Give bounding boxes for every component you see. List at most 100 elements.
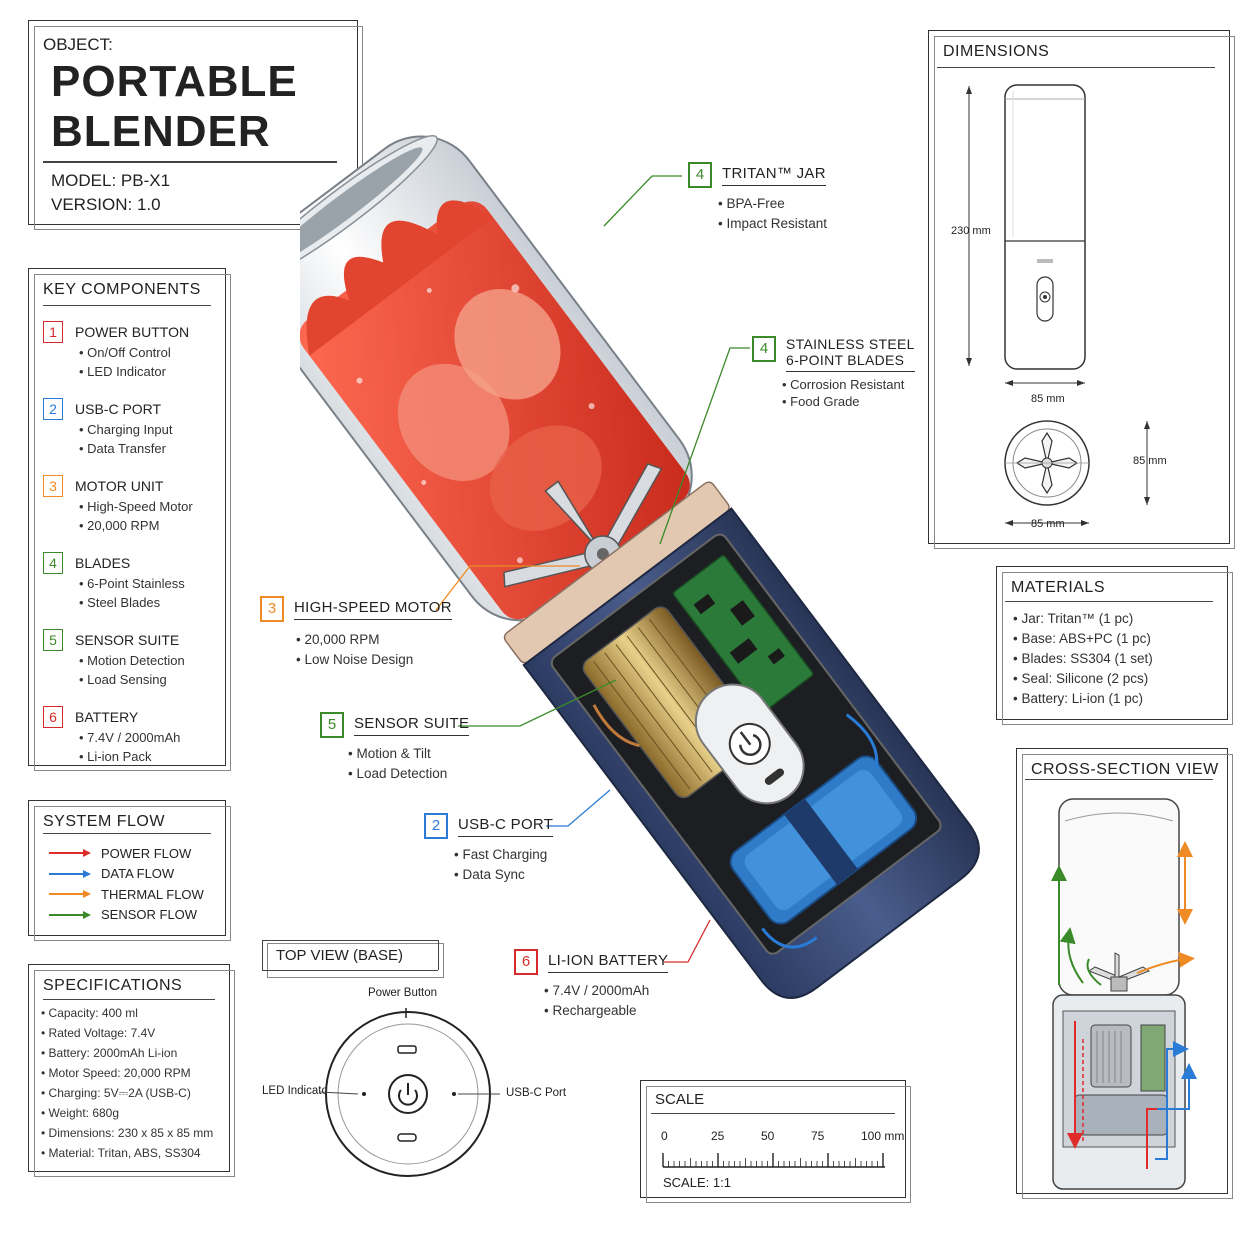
callout-jar-bullet-2: • Impact Resistant bbox=[718, 216, 828, 231]
callout-jar-title: TRITAN™ JAR bbox=[722, 165, 826, 186]
component-title: SENSOR SUITE bbox=[75, 632, 180, 648]
component-number: 3 bbox=[43, 475, 63, 497]
component-number: 1 bbox=[43, 321, 63, 343]
callout-jar: 4 TRITAN™ JAR • BPA-Free • Impact Resist… bbox=[688, 162, 827, 234]
component-bullet: • 6-Point Stainless bbox=[79, 576, 185, 591]
product-title-line2: BLENDER bbox=[51, 107, 271, 156]
component-bullet: • Motion Detection bbox=[79, 653, 185, 668]
divider bbox=[1005, 601, 1213, 602]
power-button-label: Power Button bbox=[368, 987, 438, 999]
dimensions-title: DIMENSIONS bbox=[943, 43, 1050, 60]
flow-arrow-icon bbox=[49, 869, 91, 878]
callout-sensor-title: SENSOR SUITE bbox=[354, 715, 470, 736]
flow-item: DATA FLOW bbox=[49, 864, 217, 885]
specifications-panel: SPECIFICATIONS • Capacity: 400 ml• Rated… bbox=[28, 964, 235, 1177]
flow-item: POWER FLOW bbox=[49, 843, 217, 864]
version-label: VERSION: 1.0 bbox=[51, 195, 161, 214]
callout-sensor: 5 SENSOR SUITE • Motion & Tilt • Load De… bbox=[320, 712, 470, 784]
callout-sensor-number: 5 bbox=[320, 712, 344, 738]
top-view-diagram bbox=[320, 1008, 500, 1177]
component-number: 2 bbox=[43, 398, 63, 420]
component-bullet: • 20,000 RPM bbox=[79, 518, 160, 533]
component-number: 5 bbox=[43, 629, 63, 651]
component-item: 1 POWER BUTTON • On/Off Control • LED Indic… bbox=[43, 321, 217, 381]
callout-blades-number: 4 bbox=[752, 336, 776, 362]
component-item: 5 SENSOR SUITE • Motion Detection • Load Se… bbox=[43, 629, 217, 689]
component-title: BLADES bbox=[75, 555, 131, 571]
spec-item: • Dimensions: 230 x 85 x 85 mm bbox=[41, 1126, 214, 1140]
scale-ratio: SCALE: 1:1 bbox=[663, 1175, 731, 1190]
scale-tick-label: 75 bbox=[811, 1129, 825, 1143]
divider bbox=[1025, 779, 1213, 780]
spec-item: • Rated Voltage: 7.4V bbox=[41, 1026, 156, 1040]
callout-motor-bullet-2: • Low Noise Design bbox=[296, 652, 414, 667]
flow-item: SENSOR FLOW bbox=[49, 905, 217, 926]
flow-label: DATA FLOW bbox=[101, 866, 175, 882]
component-bullet: • Li-ion Pack bbox=[79, 749, 152, 764]
specifications-list: • Capacity: 400 ml • Rated Voltage: 7.4V •… bbox=[41, 1003, 225, 1163]
spec-item: • Battery: 2000mAh Li-ion bbox=[41, 1046, 178, 1060]
component-bullet: • LED Indicator bbox=[79, 364, 166, 379]
divider bbox=[937, 67, 1215, 68]
flow-arrow-icon bbox=[49, 890, 91, 899]
callout-battery-title: LI-ION BATTERY bbox=[548, 952, 669, 973]
scale-title: SCALE bbox=[655, 1091, 705, 1108]
width-label: 85 mm bbox=[1031, 393, 1065, 405]
height-label: 230 mm bbox=[951, 225, 991, 237]
component-bullet: • 7.4V / 2000mAh bbox=[79, 730, 181, 745]
callout-jar-bullet-1: • BPA-Free bbox=[718, 196, 785, 211]
material-item: • Base: ABS+PC (1 pc) bbox=[1013, 631, 1151, 646]
component-item: 4 BLADES • 6-Point Stainless • Steel Blades bbox=[43, 552, 217, 612]
callout-usb-title: USB-C PORT bbox=[458, 816, 554, 837]
scale-tick-label: 50 bbox=[761, 1129, 775, 1143]
title-divider bbox=[43, 161, 337, 163]
scale-tick-label: 0 bbox=[661, 1129, 668, 1143]
divider bbox=[43, 833, 211, 834]
component-bullet: • Data Transfer bbox=[79, 441, 166, 456]
flow-label: THERMAL FLOW bbox=[101, 886, 204, 902]
callout-usb-bullet-1: • Fast Charging bbox=[454, 847, 548, 862]
component-title: USB-C PORT bbox=[75, 401, 162, 417]
component-item: 2 USB-C PORT • Charging Input • Data Transf… bbox=[43, 398, 217, 458]
materials-list: • Jar: Tritan™ (1 pc)• Base: ABS+PC (1 p… bbox=[1013, 609, 1223, 709]
bottom-width-label: 85 mm bbox=[1031, 518, 1065, 530]
component-number: 6 bbox=[43, 706, 63, 728]
divider bbox=[43, 305, 211, 306]
model-label: MODEL: PB-X1 bbox=[51, 171, 171, 190]
component-bullet: • On/Off Control bbox=[79, 345, 171, 360]
component-title: POWER BUTTON bbox=[75, 324, 190, 340]
top-view-title: TOP VIEW (BASE) bbox=[276, 947, 403, 964]
callout-motor-bullet-1: • 20,000 RPM bbox=[296, 632, 380, 647]
blender-illustration bbox=[300, 135, 980, 999]
cross-section-title: CROSS-SECTION VIEW bbox=[1031, 761, 1219, 778]
callout-blades: 4 STAINLESS STEEL 6-POINT BLADES • Corro… bbox=[752, 336, 915, 410]
spec-item: • Capacity: 400 ml bbox=[41, 1006, 138, 1020]
dimensions-drawing bbox=[966, 84, 1150, 526]
product-title-line1: PORTABLE bbox=[51, 57, 298, 106]
callout-blades-title-2: 6-POINT BLADES bbox=[786, 352, 915, 372]
component-bullet: • Load Sensing bbox=[79, 672, 167, 687]
material-item: • Battery: Li-ion (1 pc) bbox=[1013, 691, 1144, 706]
component-title: BATTERY bbox=[75, 709, 139, 725]
dimensions-panel: DIMENSIONS 230 mm 85 mm 85 mm 85 mm bbox=[928, 30, 1235, 549]
led-indicator-label: LED Indicator bbox=[262, 1085, 332, 1097]
component-number: 4 bbox=[43, 552, 63, 574]
top-view-title-left bbox=[262, 940, 263, 970]
component-bullet: • Charging Input bbox=[79, 422, 173, 437]
flow-label: SENSOR FLOW bbox=[101, 907, 198, 923]
callout-battery-bullet-1: • 7.4V / 2000mAh bbox=[544, 983, 650, 998]
cross-section-panel: CROSS-SECTION VIEW bbox=[1016, 748, 1233, 1199]
spec-item: • Weight: 680g bbox=[41, 1106, 120, 1120]
component-bullet: • Steel Blades bbox=[79, 595, 161, 610]
callout-battery: 6 LI-ION BATTERY • 7.4V / 2000mAh • Rech… bbox=[514, 949, 669, 1021]
divider bbox=[651, 1113, 895, 1114]
depth-label: 85 mm bbox=[1133, 455, 1167, 467]
callout-battery-number: 6 bbox=[514, 949, 538, 975]
callout-sensor-bullet-1: • Motion & Tilt bbox=[348, 746, 431, 761]
usb-port-label: USB-C Port bbox=[506, 1087, 567, 1099]
object-label: OBJECT: bbox=[43, 35, 113, 54]
scale-tick-label: 25 bbox=[711, 1129, 725, 1143]
callout-usb: 2 USB-C PORT • Fast Charging • Data Sync bbox=[424, 813, 554, 885]
flow-arrow-icon bbox=[49, 910, 91, 919]
